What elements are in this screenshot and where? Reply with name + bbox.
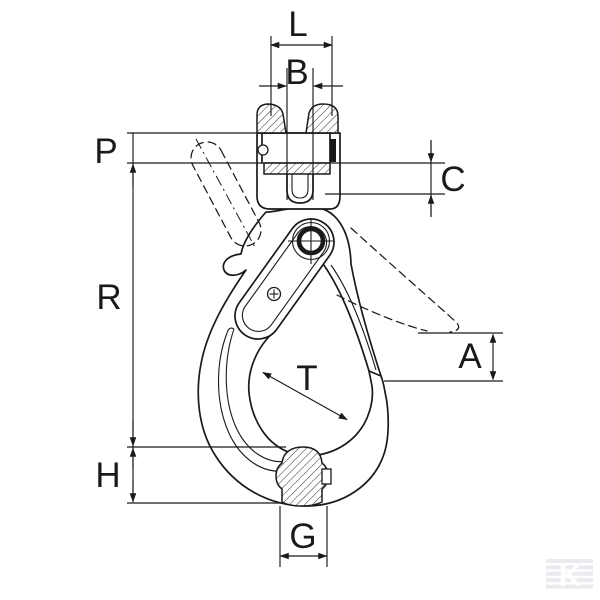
dim-label-T: T [296, 359, 317, 398]
dim-label-C: C [440, 160, 465, 199]
clevis-assembly [256, 103, 341, 210]
watermark-stripe [546, 578, 593, 583]
dim-label-H: H [95, 456, 120, 495]
dimension-labels: L B P C R A T H G [94, 5, 482, 556]
tip-section-hatched [275, 446, 329, 507]
forging-line-cap [226, 327, 235, 334]
dimension-B [259, 68, 343, 200]
hook-tip-section [275, 446, 332, 507]
dimension-L [270, 36, 333, 116]
watermark-stripe [546, 565, 593, 570]
dim-label-L: L [288, 5, 307, 44]
forging-line-outer [218, 332, 291, 472]
dimension-C [325, 140, 445, 217]
dimension-P [127, 132, 445, 164]
latch-blade-inner-line [330, 264, 377, 371]
dim-label-R: R [96, 278, 121, 317]
phantom-chain-link [190, 141, 262, 247]
dimension-H [127, 446, 286, 504]
dim-label-G: G [289, 517, 316, 556]
watermark-stripe [546, 559, 593, 563]
dim-label-P: P [94, 132, 117, 171]
watermark-stripe [546, 571, 593, 576]
chain-slot-inner [291, 174, 309, 199]
tip-side-lug [321, 468, 332, 485]
clevis-section-band [263, 162, 331, 175]
pivot-pin [288, 218, 334, 264]
dimension-G [279, 506, 328, 567]
watermark-letter: K [559, 558, 582, 593]
dim-label-B: B [285, 53, 308, 92]
latch-open-phantom-lower [336, 294, 428, 332]
chain-slot-outer [286, 173, 314, 204]
dimensions [127, 36, 503, 567]
hook-nose-step [368, 370, 382, 377]
pin-detent-ball [257, 144, 269, 156]
dimension-T [262, 371, 348, 421]
pin-retainer-clip [330, 139, 336, 162]
latch-arm-inner-capsule [241, 226, 328, 332]
forging-line-inner [225, 328, 290, 463]
latch-open-phantom-upper [350, 227, 460, 333]
dimension-A [384, 332, 503, 382]
latch-arm [234, 218, 335, 340]
latch-screw [266, 286, 282, 302]
chain-link-centerline [195, 138, 257, 250]
dim-label-A: A [458, 337, 482, 376]
watermark-stripe [546, 584, 593, 589]
phantom-lines [190, 138, 460, 333]
latch-blade-underside [320, 260, 370, 372]
clevis-ear-right-section [305, 103, 339, 134]
dim-line [262, 371, 348, 421]
watermark-logo: K [546, 558, 593, 593]
clevis-ear-left-section [256, 103, 287, 134]
